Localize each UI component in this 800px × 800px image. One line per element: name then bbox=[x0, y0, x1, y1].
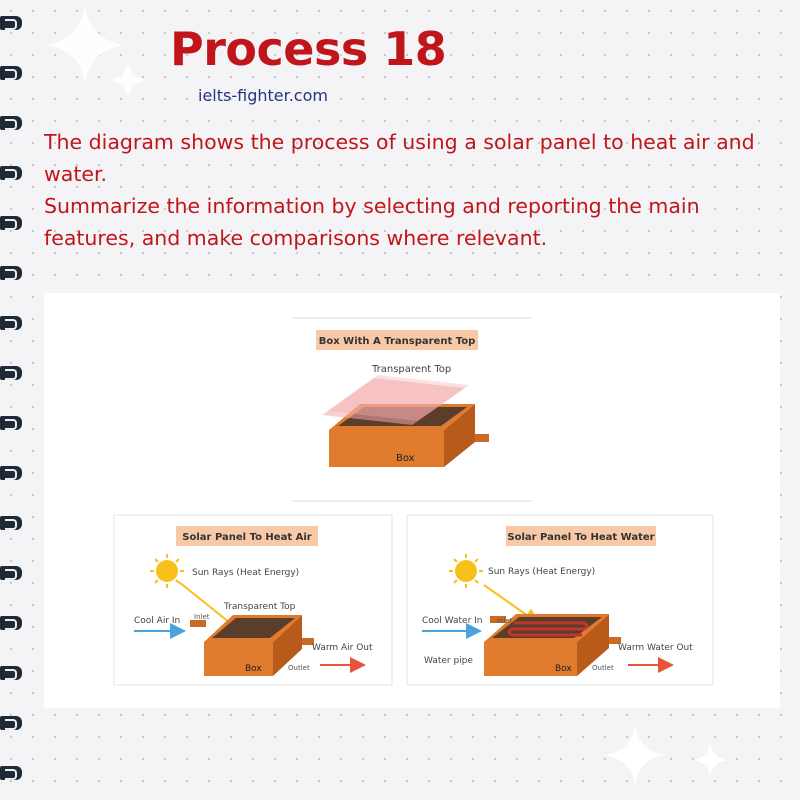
box-section-heading: Box With A Transparent Top bbox=[319, 336, 475, 347]
spiral-ring bbox=[0, 616, 22, 630]
cool-water-in-label: Cool Water In bbox=[422, 616, 482, 626]
box-section: Box With A Transparent Top Transparent T… bbox=[292, 317, 532, 502]
spiral-ring bbox=[0, 366, 22, 380]
prompt-line-2: Summarize the information by selecting a… bbox=[44, 194, 700, 250]
transparent-top-glass bbox=[322, 378, 465, 425]
sun-icon bbox=[150, 554, 184, 588]
air-transparent-top-label: Transparent Top bbox=[223, 602, 296, 612]
spiral-ring bbox=[0, 516, 22, 530]
air-inlet-label: Inlet bbox=[194, 613, 210, 621]
process-diagram: Box With A Transparent Top Transparent T… bbox=[113, 317, 714, 686]
air-outlet-label: Outlet bbox=[288, 664, 310, 672]
sparkle-icon bbox=[692, 742, 728, 778]
box-label: Box bbox=[396, 453, 415, 464]
prompt-line-1: The diagram shows the process of using a… bbox=[44, 130, 755, 186]
water-panel-box: Box bbox=[484, 614, 621, 676]
spiral-ring bbox=[0, 116, 22, 130]
warm-air-out-label: Warm Air Out bbox=[312, 643, 373, 653]
air-outlet-pipe bbox=[302, 638, 314, 645]
spiral-ring bbox=[0, 416, 22, 430]
water-section-heading: Solar Panel To Heat Water bbox=[507, 532, 654, 543]
water-pipe bbox=[507, 621, 589, 637]
spiral-ring bbox=[0, 666, 22, 680]
water-inlet-pipe bbox=[490, 616, 506, 623]
air-panel-box: Box bbox=[190, 615, 314, 676]
spiral-ring bbox=[0, 266, 22, 280]
box-section-heading-bg bbox=[316, 330, 478, 350]
spiral-ring bbox=[0, 166, 22, 180]
diagram-panel: Box With A Transparent Top Transparent T… bbox=[44, 293, 780, 708]
transparent-top-label: Transparent Top bbox=[371, 364, 451, 375]
cool-air-in-label: Cool Air In bbox=[134, 616, 180, 626]
spiral-ring bbox=[0, 16, 22, 30]
sparkle-icon bbox=[604, 724, 666, 786]
spiral-ring bbox=[0, 566, 22, 580]
sun-icon bbox=[449, 554, 483, 588]
spiral-ring bbox=[0, 316, 22, 330]
water-inlet-label: Inlet bbox=[497, 617, 513, 625]
water-outlet-label: Outlet bbox=[592, 664, 614, 672]
spiral-ring bbox=[0, 466, 22, 480]
air-section: Solar Panel To Heat Air Sun Rays (Heat E… bbox=[113, 514, 393, 686]
task-prompt: The diagram shows the process of using a… bbox=[44, 126, 796, 254]
air-sun-label: Sun Rays (Heat Energy) bbox=[192, 568, 299, 578]
website-label: ielts-fighter.com bbox=[198, 86, 328, 105]
air-inlet-pipe bbox=[190, 620, 206, 627]
water-pipe-label: Water pipe bbox=[424, 656, 473, 666]
page-title: Process 18 bbox=[170, 22, 447, 76]
air-section-heading: Solar Panel To Heat Air bbox=[182, 532, 311, 543]
spiral-ring bbox=[0, 716, 22, 730]
water-outlet-pipe bbox=[609, 637, 621, 644]
water-section: Solar Panel To Heat Water Sun Rays (Heat… bbox=[406, 514, 714, 686]
sparkle-icon bbox=[110, 62, 146, 98]
water-sun-label: Sun Rays (Heat Energy) bbox=[488, 567, 595, 577]
spiral-ring bbox=[0, 66, 22, 80]
spiral-ring bbox=[0, 216, 22, 230]
warm-water-out-label: Warm Water Out bbox=[618, 643, 693, 653]
sparkle-icon bbox=[45, 5, 125, 85]
water-box-label: Box bbox=[555, 664, 572, 674]
air-box-label: Box bbox=[245, 664, 262, 674]
spiral-ring bbox=[0, 766, 22, 780]
notebook-spiral bbox=[0, 0, 30, 800]
